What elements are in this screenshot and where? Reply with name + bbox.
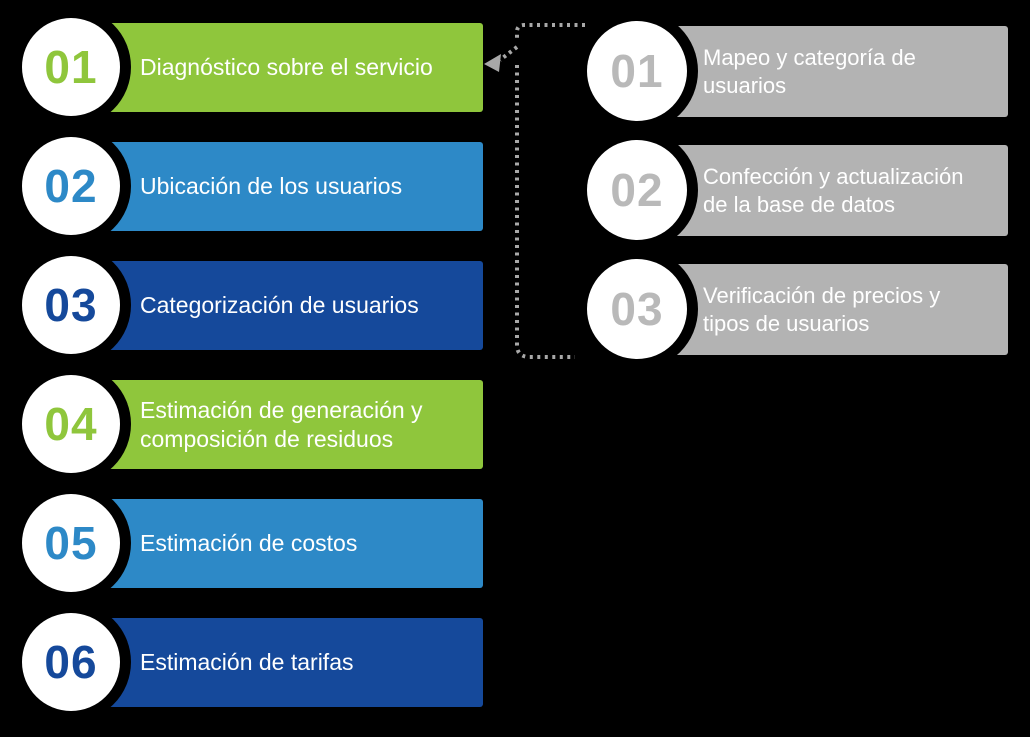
step-label: Ubicación de los usuarios bbox=[140, 173, 403, 200]
step-row-left-3: Categorización de usuarios 03 bbox=[22, 256, 483, 354]
step-circle: 05 bbox=[22, 494, 120, 592]
step-label: Estimación de generación y composición d… bbox=[140, 396, 423, 452]
substep-bar: Verificación de precios y tipos de usuar… bbox=[637, 264, 1008, 355]
step-bar: Estimación de generación y composición d… bbox=[70, 380, 483, 469]
substep-row-right-2: Confección y actualización de la base de… bbox=[587, 140, 1008, 240]
step-row-left-5: Estimación de costos 05 bbox=[22, 494, 483, 592]
substep-number: 01 bbox=[610, 45, 664, 97]
connector-line bbox=[515, 23, 585, 41]
step-number: 01 bbox=[44, 41, 98, 93]
substep-number: 03 bbox=[610, 283, 664, 335]
step-number: 05 bbox=[44, 517, 98, 569]
connector-arrow-shaft bbox=[498, 45, 519, 62]
step-row-left-6: Estimación de tarifas 06 bbox=[22, 613, 483, 711]
step-label: Diagnóstico sobre el servicio bbox=[140, 54, 433, 81]
substep-bar: Confección y actualización de la base de… bbox=[637, 145, 1008, 236]
step-number: 02 bbox=[44, 160, 98, 212]
step-circle: 01 bbox=[22, 18, 120, 116]
substep-label: Confección y actualización de la base de… bbox=[703, 164, 964, 217]
step-number: 06 bbox=[44, 636, 98, 688]
substep-row-right-3: Verificación de precios y tipos de usuar… bbox=[587, 259, 1008, 359]
substep-circle: 01 bbox=[587, 21, 687, 121]
step-label: Estimación de costos bbox=[140, 530, 358, 557]
substep-label: Verificación de precios y tipos de usuar… bbox=[703, 283, 941, 336]
step-bar: Diagnóstico sobre el servicio bbox=[70, 23, 483, 112]
step-bar: Estimación de tarifas bbox=[70, 618, 483, 707]
step-row-left-4: Estimación de generación y composición d… bbox=[22, 375, 483, 473]
arrow-left-icon bbox=[484, 54, 501, 72]
connector-line bbox=[515, 65, 575, 359]
step-label: Estimación de tarifas bbox=[140, 649, 354, 676]
step-number: 04 bbox=[44, 398, 98, 450]
step-bar: Categorización de usuarios bbox=[70, 261, 483, 350]
substep-row-right-1: Mapeo y categoría de usuarios 01 bbox=[587, 21, 1008, 121]
substep-number: 02 bbox=[610, 164, 664, 216]
step-circle: 03 bbox=[22, 256, 120, 354]
step-number: 03 bbox=[44, 279, 98, 331]
substep-circle: 02 bbox=[587, 140, 687, 240]
step-label: Categorización de usuarios bbox=[140, 292, 419, 319]
step-circle: 02 bbox=[22, 137, 120, 235]
step-bar: Estimación de costos bbox=[70, 499, 483, 588]
step-circle: 04 bbox=[22, 375, 120, 473]
substep-circle: 03 bbox=[587, 259, 687, 359]
connector-dotted-bracket bbox=[484, 23, 585, 359]
step-row-left-1: Diagnóstico sobre el servicio 01 bbox=[22, 18, 483, 116]
step-circle: 06 bbox=[22, 613, 120, 711]
substep-bar: Mapeo y categoría de usuarios bbox=[637, 26, 1008, 117]
step-row-left-2: Ubicación de los usuarios 02 bbox=[22, 137, 483, 235]
step-bar: Ubicación de los usuarios bbox=[70, 142, 483, 231]
substep-label: Mapeo y categoría de usuarios bbox=[703, 45, 916, 98]
